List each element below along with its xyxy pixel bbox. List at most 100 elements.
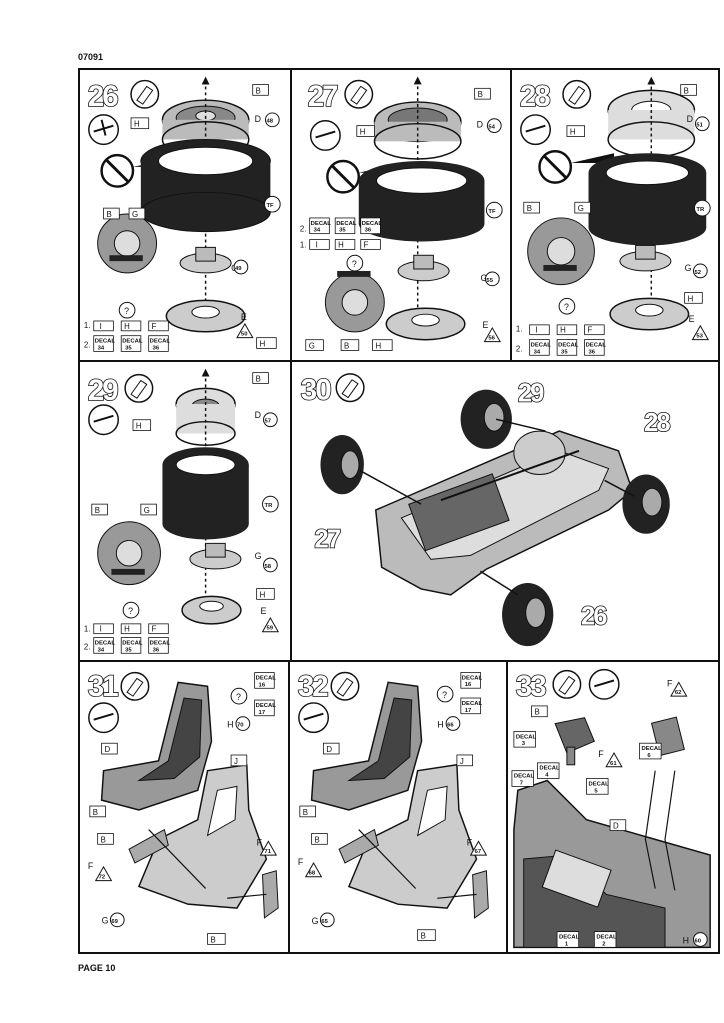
svg-text:F: F xyxy=(588,326,593,335)
svg-text:DECAL: DECAL xyxy=(588,781,609,787)
part-g: G xyxy=(312,916,319,926)
svg-text:F: F xyxy=(152,322,157,331)
step-30-illustration: 30 29 28 27 26 xyxy=(300,373,673,647)
svg-text:I: I xyxy=(100,625,102,634)
svg-text:DECAL: DECAL xyxy=(641,746,662,752)
svg-text:I: I xyxy=(100,322,102,331)
svg-text:H: H xyxy=(260,590,266,599)
label-b: B xyxy=(523,201,540,214)
svg-text:H: H xyxy=(134,120,140,129)
wheel-rear-left xyxy=(460,389,512,449)
brake-disc xyxy=(619,244,672,272)
label-h: H xyxy=(356,125,375,137)
svg-text:1.: 1. xyxy=(516,325,523,334)
svg-text:62: 62 xyxy=(675,690,682,696)
svg-text:DECAL: DECAL xyxy=(559,934,580,940)
svg-text:G: G xyxy=(144,506,150,515)
svg-text:DECAL: DECAL xyxy=(150,640,171,646)
part-f-right: F xyxy=(467,837,473,847)
wheel-rim xyxy=(373,101,462,160)
svg-text:34: 34 xyxy=(534,349,541,355)
svg-text:D: D xyxy=(613,822,619,831)
option-mark: ? xyxy=(124,306,129,316)
step-26-illustration: 26 B G B H D 48 TF G 49 E 50 H ? 1. 2. I… xyxy=(84,76,281,352)
seat-bracket-right xyxy=(472,870,489,919)
part-g: G xyxy=(255,551,262,561)
svg-text:17: 17 xyxy=(259,710,266,716)
svg-text:J: J xyxy=(460,757,464,766)
svg-text:65: 65 xyxy=(321,919,328,925)
part-e-num: 50 xyxy=(241,332,248,338)
seat-shell xyxy=(310,681,423,811)
svg-text:DECAL: DECAL xyxy=(462,701,483,707)
svg-text:35: 35 xyxy=(561,349,568,355)
step-29-panel: 29 B H D 57 TR B G G 58 H E 59 ? 1. 2. I… xyxy=(78,360,292,662)
label-b-top: B xyxy=(252,84,269,96)
svg-text:DECAL: DECAL xyxy=(122,339,143,345)
svg-text:71: 71 xyxy=(264,849,271,855)
inner-rim xyxy=(385,307,466,341)
svg-text:16: 16 xyxy=(465,682,472,688)
svg-text:I: I xyxy=(316,240,318,249)
inner-rim xyxy=(165,299,246,333)
svg-text:DECAL: DECAL xyxy=(531,342,552,348)
glue-icon xyxy=(120,671,150,701)
svg-text:2.: 2. xyxy=(516,344,523,353)
svg-text:H: H xyxy=(136,422,142,431)
glue-icon xyxy=(335,373,365,403)
label-b-top: B xyxy=(474,87,491,100)
part-g: G xyxy=(102,916,109,926)
step-number: 26 xyxy=(88,80,118,113)
svg-text:2.: 2. xyxy=(84,642,91,651)
wheel-label-28: 28 xyxy=(644,409,670,437)
part-h: H xyxy=(227,720,233,730)
svg-text:J: J xyxy=(234,757,238,766)
svg-text:1: 1 xyxy=(565,941,569,947)
svg-text:?: ? xyxy=(352,259,357,269)
step-28-illustration: 28 B H D 51 TR B G G 52 H E 53 ? 1. 2. I… xyxy=(516,76,711,356)
label-g: G xyxy=(128,207,146,220)
svg-text:1.: 1. xyxy=(84,625,91,634)
svg-text:68: 68 xyxy=(309,871,316,877)
part-f-left: F xyxy=(88,861,94,871)
svg-text:DECAL: DECAL xyxy=(362,221,383,227)
label-b: B xyxy=(103,207,120,220)
wheel-label-27: 27 xyxy=(315,526,341,554)
svg-text:36: 36 xyxy=(365,228,372,234)
tyre-code: TF xyxy=(488,209,496,215)
part-d: D xyxy=(255,410,261,420)
svg-text:H: H xyxy=(360,127,366,136)
svg-text:?: ? xyxy=(128,606,133,616)
svg-text:B: B xyxy=(93,808,98,817)
part-e: E xyxy=(261,606,267,616)
part-e: E xyxy=(689,314,695,324)
svg-text:G: G xyxy=(309,342,315,351)
label-h: H xyxy=(132,419,152,431)
brake-disc xyxy=(397,254,450,282)
step-29-illustration: 29 B H D 57 TR B G G 58 H E 59 ? 1. 2. I… xyxy=(84,368,280,654)
svg-text:DECAL: DECAL xyxy=(462,675,483,681)
step-number: 29 xyxy=(88,374,118,407)
step-number: 27 xyxy=(308,80,338,113)
wheel-face-decal xyxy=(97,213,158,274)
svg-text:34: 34 xyxy=(314,228,321,234)
svg-text:DECAL: DECAL xyxy=(122,640,143,646)
tyre-code: TR xyxy=(264,503,273,509)
glue-icon xyxy=(130,79,160,109)
svg-text:DECAL: DECAL xyxy=(586,342,607,348)
wheel-front-left xyxy=(320,435,364,495)
part-g-num: 52 xyxy=(694,270,701,276)
svg-text:6: 6 xyxy=(647,753,651,759)
seat-insert xyxy=(137,763,268,909)
glue-icon xyxy=(124,373,154,403)
svg-text:36: 36 xyxy=(589,349,596,355)
brake-disc xyxy=(189,542,242,570)
step-number: 31 xyxy=(88,670,118,703)
part-g: G xyxy=(481,273,488,283)
wheel-face-decal xyxy=(324,270,385,333)
svg-text:DECAL: DECAL xyxy=(336,221,357,227)
svg-text:G: G xyxy=(132,210,138,219)
part-g-num: 49 xyxy=(235,266,242,272)
step-number: 28 xyxy=(520,80,550,113)
